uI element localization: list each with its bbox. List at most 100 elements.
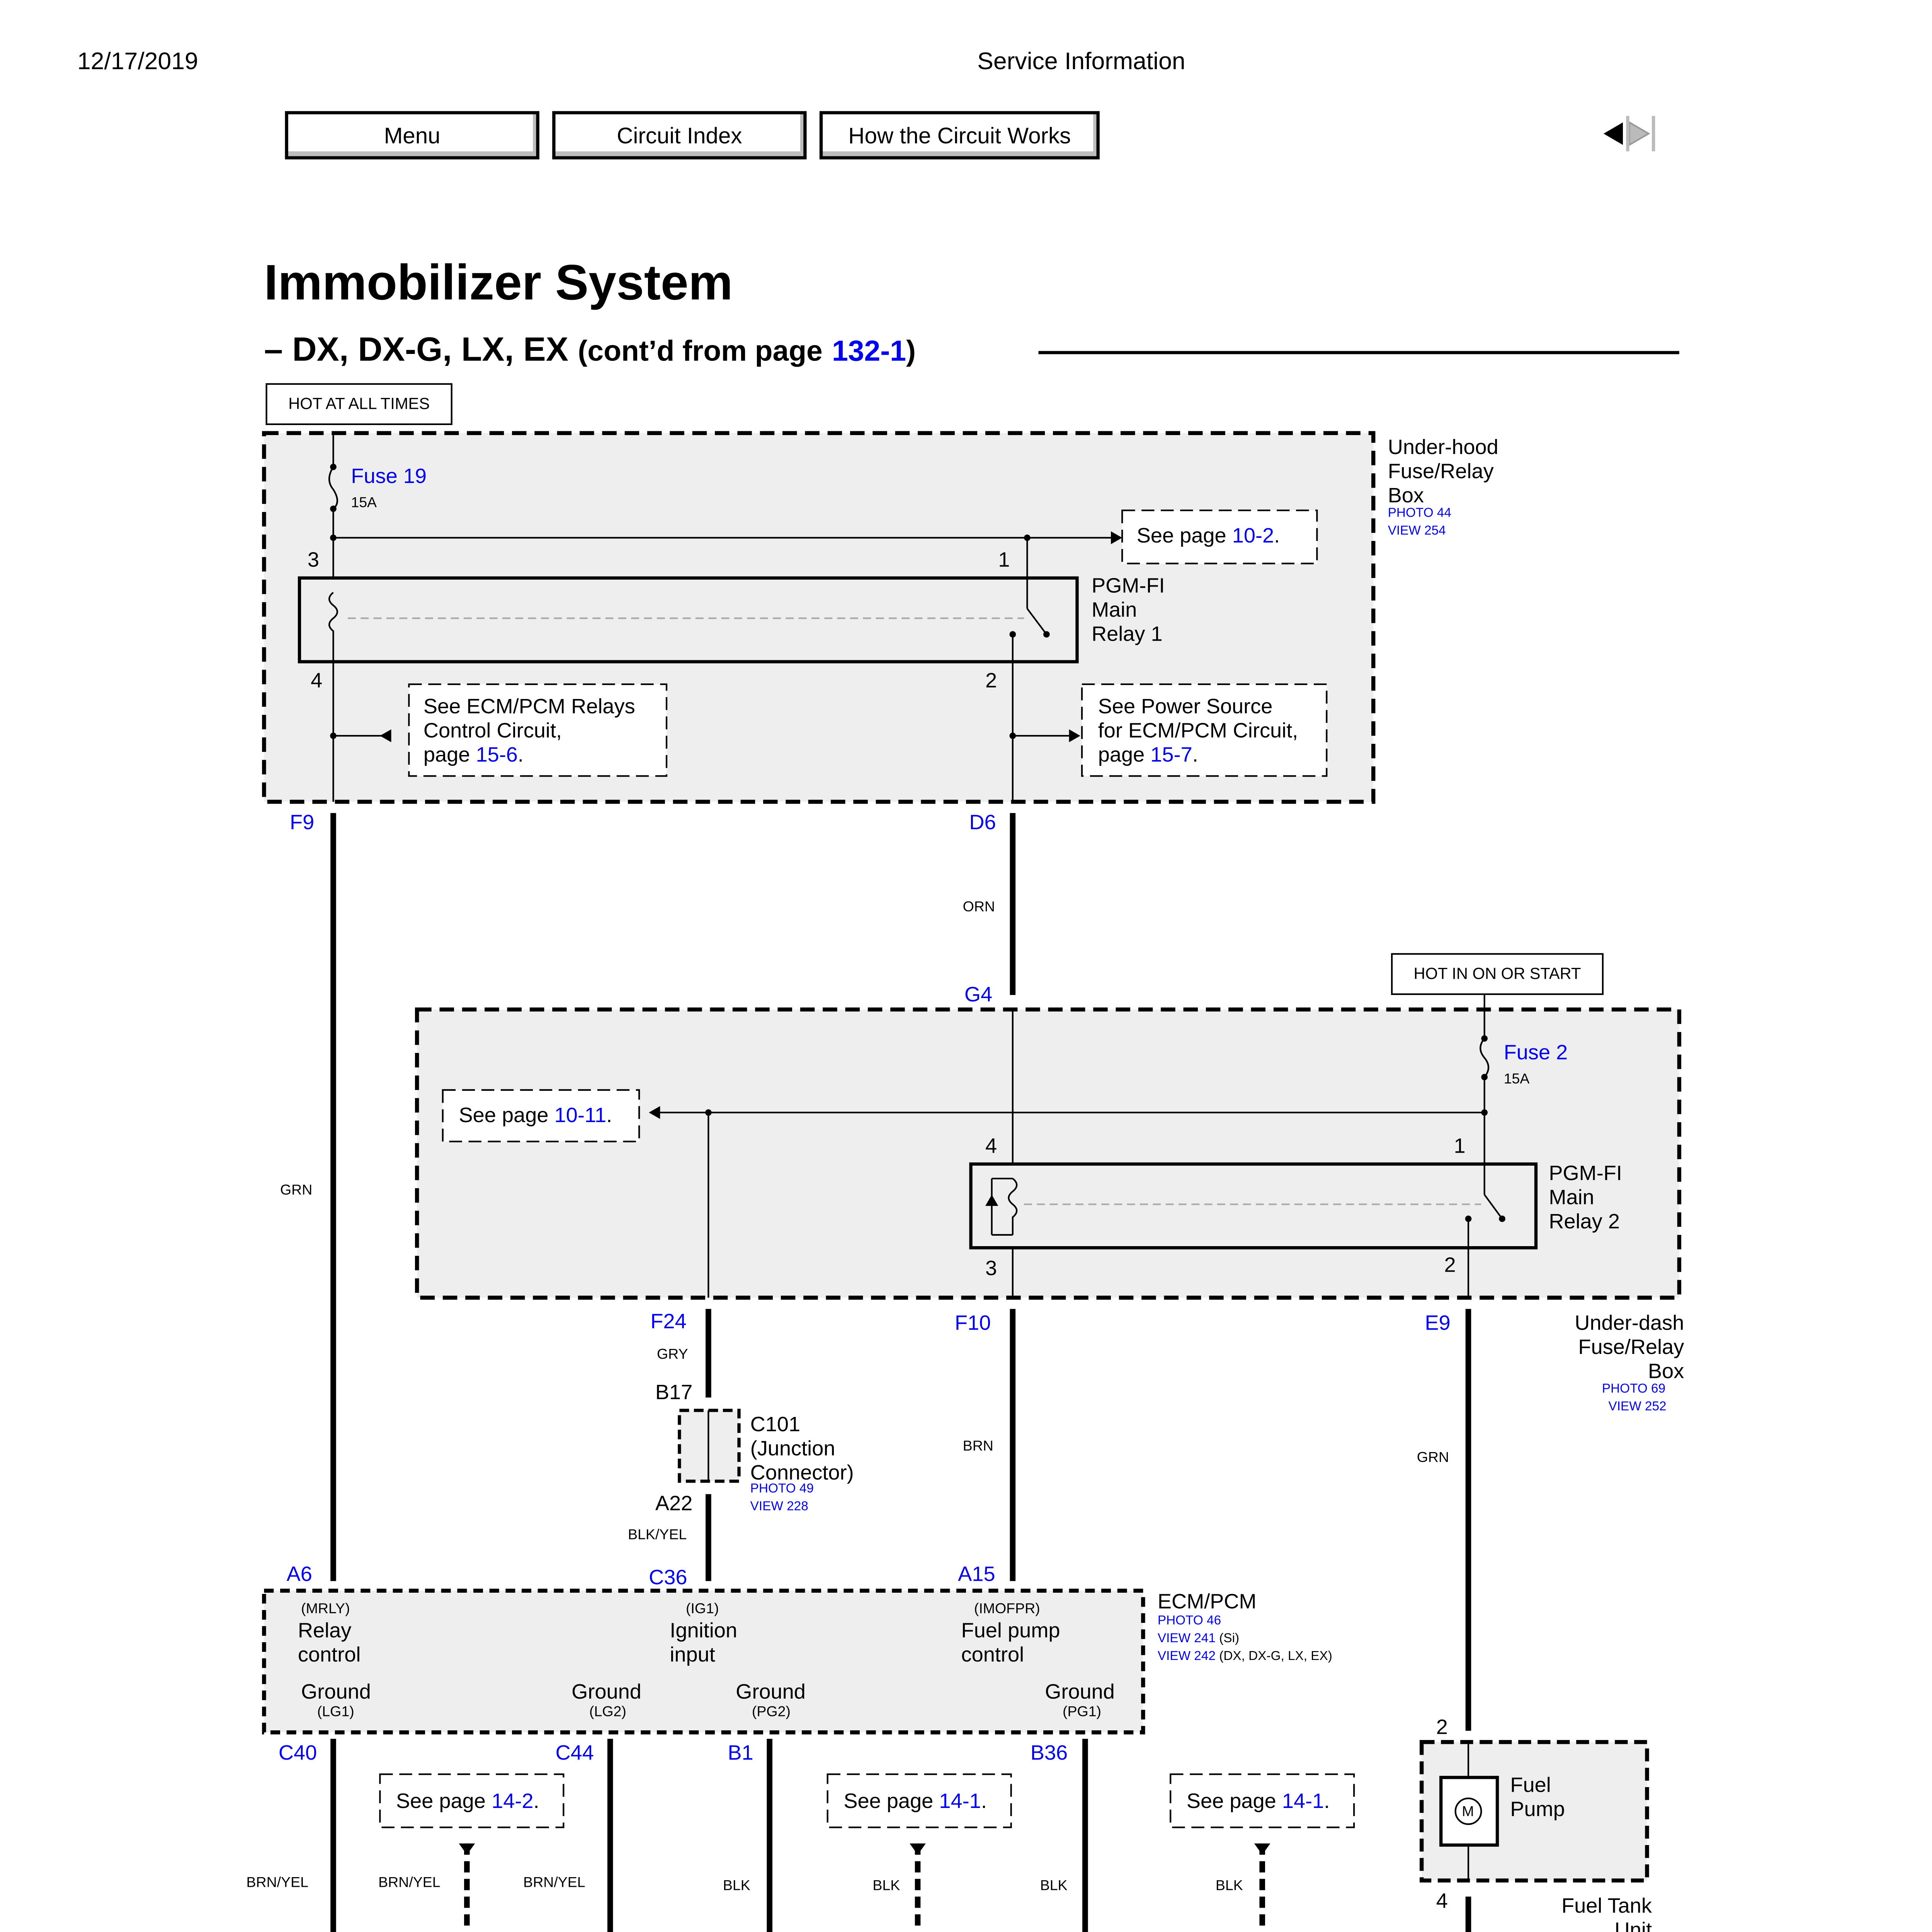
fuel-pump-line1: Fuel <box>1510 1772 1551 1797</box>
relay2-pin-1: 1 <box>1454 1133 1466 1158</box>
wire-orn: ORN <box>963 898 995 915</box>
prev-page-icon[interactable] <box>1604 122 1623 145</box>
see-page-prefix-5: See page <box>1186 1789 1276 1813</box>
fuel-tank-line2: Unit <box>1614 1917 1652 1932</box>
ecm-view-241-note: (Si) <box>1219 1631 1240 1646</box>
pin-2: 2 <box>985 668 997 692</box>
see-page-10-2: See page 10-2. <box>1136 523 1280 548</box>
underdash-view[interactable]: VIEW 252 <box>1608 1399 1667 1414</box>
ground-pg2-label: Ground <box>736 1679 806 1704</box>
fuel-pump-pin-2: 2 <box>1436 1714 1448 1739</box>
circuit-index-button[interactable]: Circuit Index <box>552 111 807 160</box>
terminal-a6: A6 <box>286 1561 312 1586</box>
power-source-page: page <box>1098 742 1145 767</box>
page-link-10-11[interactable]: 10-11 <box>554 1103 607 1127</box>
terminal-b1: B1 <box>728 1740 753 1765</box>
main-wires <box>330 813 1471 1932</box>
see-page-14-2: See page 14-2. <box>396 1789 539 1813</box>
underhood-line2: Fuse/Relay <box>1388 459 1494 483</box>
terminal-g4: G4 <box>964 982 993 1007</box>
page-link-15-6[interactable]: 15-6 <box>476 742 518 767</box>
page-link-10-2[interactable]: 10-2 <box>1232 523 1274 548</box>
terminal-c40: C40 <box>278 1740 317 1765</box>
underhood-nodes <box>330 464 1122 742</box>
see-page-14-1-a: See page 14-1. <box>844 1789 987 1813</box>
fuel-tank-line1: Fuel Tank <box>1561 1893 1652 1918</box>
ecm-ig1-code: (IG1) <box>686 1600 719 1617</box>
ignition-input-line2: input <box>670 1642 715 1667</box>
print-date: 12/17/2019 <box>77 48 198 76</box>
wire-brn-yel-see: BRN/YEL <box>378 1874 440 1890</box>
joint-nodes <box>459 1843 1270 1855</box>
page-nav-icons <box>1604 116 1655 151</box>
see-page-prefix-4: See page <box>844 1789 934 1813</box>
fuse-19-link[interactable]: Fuse 19 <box>351 464 427 488</box>
fuse-2-link[interactable]: Fuse 2 <box>1503 1040 1568 1065</box>
wire-blk-b36: BLK <box>1040 1877 1068 1894</box>
pin-1: 1 <box>998 547 1010 572</box>
wire-blk-b1: BLK <box>723 1877 750 1894</box>
menu-button[interactable]: Menu <box>285 111 539 160</box>
wire-blk-yel: BLK/YEL <box>628 1526 687 1543</box>
ecm-relays-box <box>408 683 668 777</box>
page-link-15-7[interactable]: 15-7 <box>1150 742 1192 767</box>
underhood-view[interactable]: VIEW 254 <box>1388 523 1446 538</box>
wire-brn: BRN <box>963 1437 993 1454</box>
page-nav <box>1600 116 1665 151</box>
hot-in-on-start-label: HOT IN ON OR START <box>1391 953 1604 995</box>
wire-brn-yel-c40: BRN/YEL <box>246 1874 308 1890</box>
relay2-line3: Relay 2 <box>1549 1209 1620 1233</box>
fuel-pump-line2: Pump <box>1510 1797 1565 1821</box>
underhood-line1: Under-hood <box>1388 435 1498 459</box>
ground-lg1-label: Ground <box>301 1679 371 1704</box>
relay1-box <box>298 576 1079 663</box>
relay-control-line1: Relay <box>298 1618 352 1643</box>
underhood-photo[interactable]: PHOTO 44 <box>1388 505 1451 520</box>
c101-line1: C101 <box>750 1412 801 1436</box>
terminal-f9: F9 <box>290 810 315 834</box>
terminal-c44: C44 <box>555 1740 594 1765</box>
ecm-relays-line2: Control Circuit, <box>423 718 562 742</box>
c101-view[interactable]: VIEW 228 <box>750 1499 808 1514</box>
see-page-10-2-box <box>1121 509 1318 565</box>
ecm-pcm-box <box>262 1588 1145 1735</box>
c101-photo[interactable]: PHOTO 49 <box>750 1481 814 1496</box>
wire-brn-yel-c44: BRN/YEL <box>523 1874 585 1890</box>
underdash-line3: Box <box>1648 1359 1684 1383</box>
ecm-view-241-link[interactable]: VIEW 241 <box>1157 1631 1216 1646</box>
pin-3: 3 <box>307 547 319 572</box>
c101-connector <box>678 1408 741 1483</box>
ground-lg2-label: Ground <box>571 1679 641 1704</box>
how-circuit-works-button[interactable]: How the Circuit Works <box>819 111 1100 160</box>
see-page-14-2-box <box>379 1773 565 1828</box>
see-page-14-1-b: See page 14-1. <box>1186 1789 1330 1813</box>
ecm-photo[interactable]: PHOTO 46 <box>1157 1613 1221 1628</box>
fuel-pump-control-line1: Fuel pump <box>961 1618 1060 1643</box>
fuel-pump-pin-4: 4 <box>1436 1888 1448 1913</box>
ecm-mrly-code: (MRLY) <box>301 1600 350 1617</box>
see-page-prefix-2: See page <box>459 1103 549 1127</box>
fuel-pump-control-line2: control <box>961 1642 1024 1667</box>
terminal-c36: C36 <box>649 1565 687 1589</box>
ecm-view-242-link[interactable]: VIEW 242 <box>1157 1648 1216 1663</box>
page-link-14-1-a[interactable]: 14-1 <box>939 1789 981 1813</box>
page-link-14-2[interactable]: 14-2 <box>492 1789 534 1813</box>
nav-edge <box>1652 116 1655 151</box>
underdash-photo[interactable]: PHOTO 69 <box>1602 1381 1666 1396</box>
relay2-box <box>969 1162 1538 1250</box>
ecm-relays-page: page <box>423 742 470 767</box>
page-subtitle: – DX, DX-G, LX, EX (cont’d from page 132… <box>264 332 916 370</box>
terminal-d6: D6 <box>969 810 996 834</box>
motor-symbol: M <box>1462 1803 1474 1820</box>
page-link-14-1-b[interactable]: 14-1 <box>1282 1789 1324 1813</box>
subtitle-page-link[interactable]: 132-1 <box>832 335 906 367</box>
underdash-box <box>415 1007 1682 1300</box>
ground-pg1-code: (PG1) <box>1063 1703 1102 1720</box>
